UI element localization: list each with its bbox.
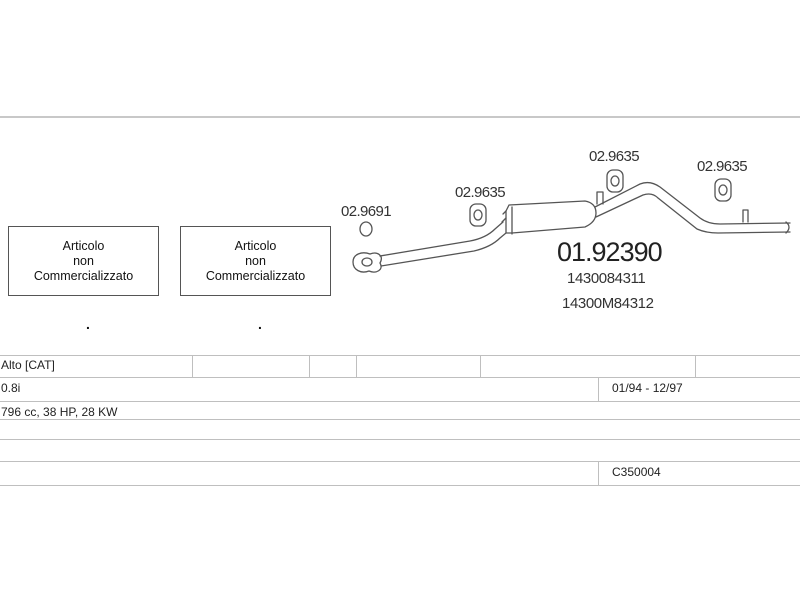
not-sold-line2: non <box>245 253 266 268</box>
rubber-hanger-icon <box>469 203 487 227</box>
column-divider <box>598 377 599 401</box>
part-label-hanger-2: 02.9635 <box>589 148 640 165</box>
not-sold-line3: Commercializzato <box>33 268 134 283</box>
table-row <box>0 485 800 486</box>
column-divider <box>480 355 481 377</box>
vehicle-model: Alto [CAT] <box>1 358 55 372</box>
header-divider <box>0 116 800 118</box>
table-row <box>0 419 800 420</box>
table-row <box>0 461 800 462</box>
not-sold-line1: Articolo <box>62 238 105 253</box>
part-label-hanger-3: 02.9635 <box>697 158 748 175</box>
part-label-hanger-1: 02.9635 <box>455 184 506 201</box>
main-part-code: 01.92390 <box>557 237 663 267</box>
not-sold-line1: Articolo <box>234 238 277 253</box>
front-pipe <box>379 221 507 267</box>
table-row <box>0 439 800 440</box>
rear-pipe <box>594 181 791 234</box>
gasket-ring-icon <box>359 221 373 237</box>
table-row <box>0 401 800 402</box>
production-years: 01/94 - 12/97 <box>612 381 683 395</box>
rubber-hanger-icon <box>606 169 624 193</box>
engine-specs: 796 cc, 38 HP, 28 KW <box>1 405 118 419</box>
not-sold-box-2: Articolo non Commercializzato <box>180 226 331 296</box>
oem-code-2: 14300M84312 <box>562 295 654 312</box>
exhaust-diagram <box>352 169 791 273</box>
column-divider <box>695 355 696 377</box>
muffler-hanger-tab <box>596 191 604 205</box>
part-label-clamp: 02.9691 <box>341 203 392 220</box>
column-divider <box>192 355 193 377</box>
table-row <box>0 377 800 378</box>
rear-hanger-tab <box>742 209 749 223</box>
not-sold-line2: non <box>73 253 94 268</box>
oem-code-1: 1430084311 <box>567 270 646 287</box>
table-row <box>0 355 800 356</box>
column-divider <box>598 461 599 485</box>
column-divider <box>309 355 310 377</box>
muffler-body <box>501 200 597 235</box>
not-sold-box-1: Articolo non Commercializzato <box>8 226 159 296</box>
not-sold-mark-2: . <box>258 316 262 332</box>
rubber-hanger-icon <box>714 178 732 202</box>
column-divider <box>356 355 357 377</box>
engine-type: 0.8i <box>1 381 21 395</box>
front-flange-icon <box>352 252 382 273</box>
not-sold-line3: Commercializzato <box>205 268 306 283</box>
not-sold-mark-1: . <box>86 316 90 332</box>
kit-code: C350004 <box>612 465 661 479</box>
